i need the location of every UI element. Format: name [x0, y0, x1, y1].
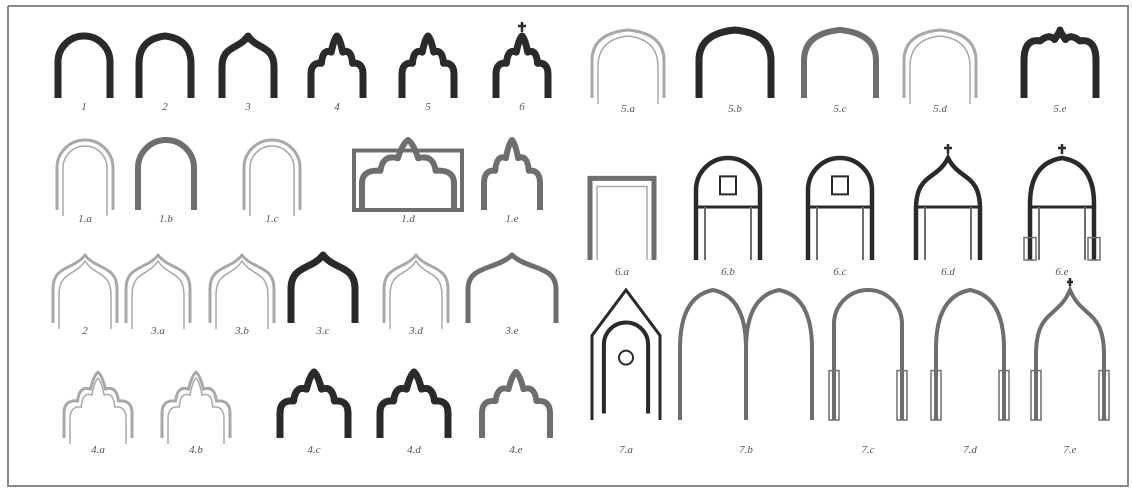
caption-r3-3: 3.b [234, 325, 249, 337]
caption-r2-3: 1.c [265, 213, 278, 225]
caption-r2-1: 1.a [78, 213, 92, 225]
caption-r4-5: 4.e [509, 444, 522, 456]
caption-p1-5: 5.e [1053, 103, 1066, 115]
caption-r4-2: 4.b [189, 444, 203, 456]
caption-p2-1: 6.a [615, 266, 629, 278]
caption-r1-1: 1 [81, 101, 87, 113]
caption-r1-3: 3 [244, 101, 251, 113]
caption-p3-5: 7.e [1063, 444, 1076, 456]
caption-p1-4: 5.d [933, 103, 947, 115]
caption-r4-3: 4.c [307, 444, 320, 456]
caption-r4-4: 4.d [407, 444, 421, 456]
caption-r2-5: 1.e [505, 213, 518, 225]
caption-p1-2: 5.b [728, 103, 742, 115]
caption-p3-1: 7.a [619, 444, 633, 456]
caption-p1-1: 5.a [621, 103, 635, 115]
caption-r1-6: 6 [519, 101, 525, 113]
caption-p2-3: 6.c [833, 266, 846, 278]
caption-p2-2: 6.b [721, 266, 735, 278]
caption-r3-2: 3.a [150, 325, 165, 337]
caption-p3-4: 7.d [963, 444, 977, 456]
caption-r4-1: 4.a [91, 444, 105, 456]
caption-r1-2: 2 [162, 101, 168, 113]
caption-r3-4: 3.c [315, 325, 329, 337]
caption-r3-6: 3.e [504, 325, 518, 337]
caption-r2-4: 1.d [401, 213, 415, 225]
caption-r2-2: 1.b [159, 213, 173, 225]
caption-r1-5: 5 [425, 101, 431, 113]
caption-p3-3: 7.c [861, 444, 874, 456]
caption-p2-5: 6.e [1055, 266, 1068, 278]
caption-r1-4: 4 [334, 101, 340, 113]
caption-p1-3: 5.c [833, 103, 846, 115]
caption-p3-2: 7.b [739, 444, 753, 456]
caption-p2-4: 6.d [941, 266, 955, 278]
caption-r3-5: 3.d [408, 325, 423, 337]
caption-r3-1: 2 [82, 325, 88, 337]
